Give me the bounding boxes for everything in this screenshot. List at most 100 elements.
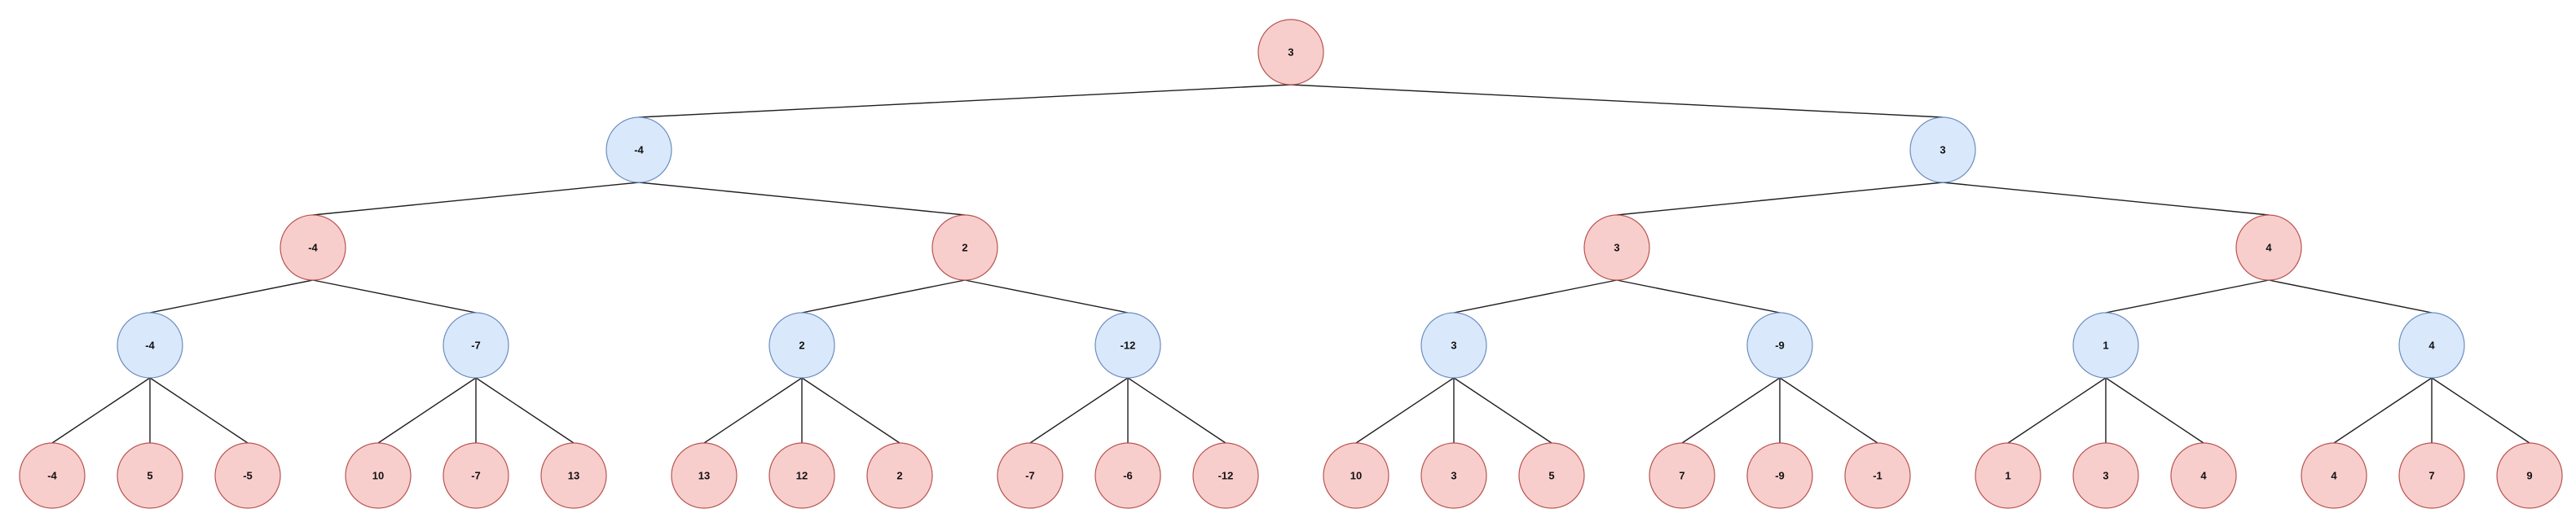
tree-edge <box>1616 279 1781 314</box>
tree-edge <box>801 279 966 314</box>
tree-edge <box>1616 182 1944 216</box>
node-value-label: 7 <box>1679 470 1684 482</box>
leaf-node-circle <box>1323 442 1389 509</box>
tree-edge <box>638 182 966 216</box>
max-node-circle <box>1583 214 1650 281</box>
leaf-node-circle <box>1094 442 1161 509</box>
min-node: 3 <box>1420 312 1487 379</box>
leaf-node: 9 <box>2496 442 2563 509</box>
tree-edge <box>703 377 803 444</box>
max-node: 3 <box>1257 19 1324 86</box>
leaf-node: 1 <box>1975 442 2041 509</box>
node-value-label: 4 <box>2200 470 2207 482</box>
min-node-circle <box>1909 116 1976 183</box>
max-node-circle <box>1257 19 1324 86</box>
node-value-label: -7 <box>471 340 481 352</box>
node-value-label: 4 <box>2428 340 2435 352</box>
min-node-circle <box>1094 312 1161 379</box>
leaf-node: -7 <box>997 442 1063 509</box>
min-node: 4 <box>2398 312 2465 379</box>
node-value-label: 4 <box>2331 470 2337 482</box>
node-value-label: 10 <box>372 470 384 482</box>
tree-edge <box>2333 377 2433 444</box>
tree-edge <box>964 279 1129 314</box>
node-value-label: 4 <box>2266 242 2272 254</box>
tree-edge <box>312 279 477 314</box>
node-value-label: 13 <box>698 470 710 482</box>
tree-edge <box>1029 377 1129 444</box>
leaf-node: 4 <box>2301 442 2367 509</box>
leaf-node: 5 <box>1518 442 1585 509</box>
leaf-node-circle <box>1844 442 1911 509</box>
leaf-node-circle <box>2496 442 2563 509</box>
tree-edge <box>1942 182 2270 216</box>
min-node-circle <box>768 312 835 379</box>
node-value-label: 9 <box>2526 470 2532 482</box>
min-node-circle <box>2072 312 2139 379</box>
tree-edge <box>2431 377 2530 444</box>
leaf-node-circle <box>443 442 509 509</box>
leaf-node-circle <box>2301 442 2367 509</box>
min-node-circle <box>1420 312 1487 379</box>
leaf-node-circle <box>19 442 86 509</box>
leaf-node-circle <box>1420 442 1487 509</box>
tree-edge <box>1453 377 1552 444</box>
node-value-label: -7 <box>471 470 481 482</box>
node-value-label: 3 <box>1451 470 1456 482</box>
leaf-node-circle <box>214 442 281 509</box>
leaf-node: 3 <box>2072 442 2139 509</box>
tree-edge <box>1127 377 1226 444</box>
leaf-node-circle <box>768 442 835 509</box>
node-value-label: -4 <box>47 470 57 482</box>
leaf-node-circle <box>540 442 607 509</box>
node-value-label: -12 <box>1218 470 1234 482</box>
leaf-node: -6 <box>1094 442 1161 509</box>
max-node-circle <box>931 214 998 281</box>
leaf-node: -7 <box>443 442 509 509</box>
node-value-label: 3 <box>1940 144 1945 156</box>
leaf-node-circle <box>997 442 1063 509</box>
leaf-node: 12 <box>768 442 835 509</box>
leaf-node: 13 <box>671 442 738 509</box>
max-node: -4 <box>280 214 346 281</box>
leaf-node: 7 <box>2398 442 2465 509</box>
leaf-node: 10 <box>345 442 412 509</box>
min-node: -4 <box>605 116 672 183</box>
node-value-label: 12 <box>796 470 808 482</box>
tree-edge <box>2105 377 2204 444</box>
leaf-node-circle <box>671 442 738 509</box>
node-value-label: 10 <box>1350 470 1362 482</box>
leaf-node-circle <box>1649 442 1715 509</box>
node-value-label: -4 <box>145 340 155 352</box>
tree-edges <box>51 84 2530 444</box>
leaf-node: 2 <box>866 442 933 509</box>
tree-edge <box>2007 377 2107 444</box>
node-value-label: 1 <box>2103 340 2108 352</box>
max-node-circle <box>2235 214 2302 281</box>
node-value-label: 3 <box>1451 340 1456 352</box>
leaf-node: 3 <box>1420 442 1487 509</box>
leaf-node-circle <box>1746 442 1813 509</box>
leaf-node-circle <box>2072 442 2139 509</box>
leaf-node: 13 <box>540 442 607 509</box>
max-node: 3 <box>1583 214 1650 281</box>
leaf-node: 10 <box>1323 442 1389 509</box>
min-node: 3 <box>1909 116 1976 183</box>
min-node: -12 <box>1094 312 1161 379</box>
node-value-label: 5 <box>147 470 152 482</box>
max-node-circle <box>280 214 346 281</box>
tree-edge <box>1681 377 1781 444</box>
node-value-label: -5 <box>243 470 253 482</box>
min-node: 1 <box>2072 312 2139 379</box>
leaf-node-circle <box>866 442 933 509</box>
node-value-label: 3 <box>1288 46 1293 59</box>
leaf-node: -4 <box>19 442 86 509</box>
leaf-node-circle <box>1975 442 2041 509</box>
leaf-node: -5 <box>214 442 281 509</box>
tree-edge <box>2268 279 2433 314</box>
min-node-circle <box>605 116 672 183</box>
node-value-label: -1 <box>1873 470 1882 482</box>
leaf-node: -1 <box>1844 442 1911 509</box>
